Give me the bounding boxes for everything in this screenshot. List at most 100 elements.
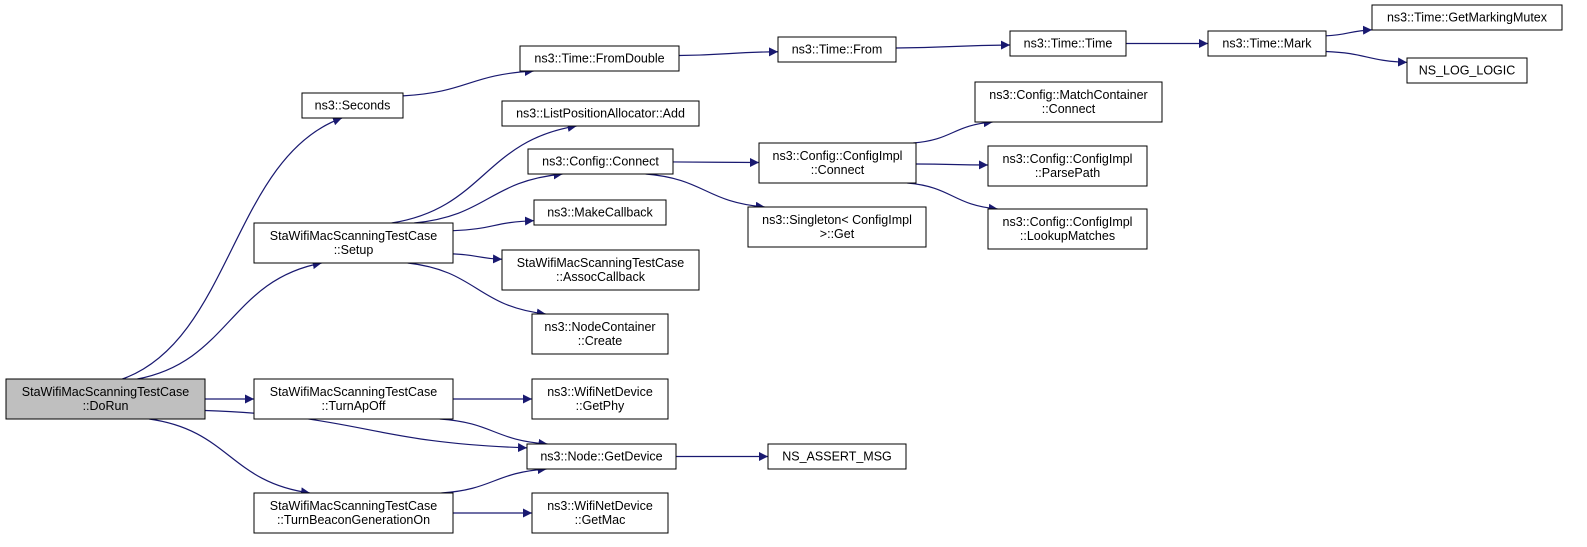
edge-time_from-to-time_time xyxy=(895,40,1011,50)
edge-setup-to-makecallback xyxy=(452,216,535,232)
node-box xyxy=(1207,30,1327,57)
node-box xyxy=(527,148,674,175)
node-label-line: ns3::Config::ConfigImpl xyxy=(773,149,903,163)
node-label-line: ns3::Time::Time xyxy=(1024,37,1113,51)
node-label-line: ::Connect xyxy=(811,163,865,177)
node-box xyxy=(987,145,1148,187)
node-label-line: ns3::Time::FromDouble xyxy=(534,52,664,66)
node-box xyxy=(519,45,680,72)
edge-dorun-to-seconds xyxy=(122,116,343,380)
edge-turnapoff-to-node_getdevice xyxy=(439,418,548,448)
edge-time_mark-to-getmarkingmutex xyxy=(1325,25,1373,37)
node-label-line: ns3::NodeContainer xyxy=(544,320,655,334)
node-box xyxy=(5,378,206,420)
node-box xyxy=(974,81,1163,123)
node-label-line: ::Create xyxy=(578,334,623,348)
edge-setup-to-config_connect xyxy=(414,170,563,224)
node-fromdouble[interactable]: ns3::Time::FromDouble xyxy=(519,45,680,72)
node-label-line: ::Connect xyxy=(1042,102,1096,116)
node-label-line: ns3::WifiNetDevice xyxy=(547,385,653,399)
node-label-line: StaWifiMacScanningTestCase xyxy=(270,385,437,399)
node-label-line: ::TurnApOff xyxy=(322,399,386,413)
node-label-line: ns3::Node::GetDevice xyxy=(540,450,662,464)
edge-impl_connect-to-parsepath xyxy=(915,160,989,170)
node-box xyxy=(533,199,667,226)
node-getphy[interactable]: ns3::WifiNetDevice::GetPhy xyxy=(531,378,669,420)
node-assert_msg[interactable]: NS_ASSERT_MSG xyxy=(767,443,907,470)
node-node_getdevice[interactable]: ns3::Node::GetDevice xyxy=(526,443,677,470)
node-getmarkingmutex[interactable]: ns3::Time::GetMarkingMutex xyxy=(1371,4,1563,31)
edge-turnbeacon-to-node_getdevice xyxy=(441,465,547,494)
node-label-line: ns3::ListPositionAllocator::Add xyxy=(516,107,685,121)
node-box xyxy=(1009,30,1127,57)
node-label-line: ::DoRun xyxy=(83,399,129,413)
node-turnapoff[interactable]: StaWifiMacScanningTestCase::TurnApOff xyxy=(253,378,454,420)
node-label-line: ::Setup xyxy=(334,243,374,257)
nodes-layer: StaWifiMacScanningTestCase::DoRun ns3::Se… xyxy=(5,4,1563,534)
edge-time_mark-to-ns_log_logic xyxy=(1325,50,1408,67)
node-time_time[interactable]: ns3::Time::Time xyxy=(1009,30,1127,57)
node-label-line: ns3::Seconds xyxy=(315,99,391,113)
node-mc_connect[interactable]: ns3::Config::MatchContainer::Connect xyxy=(974,81,1163,123)
node-lpa_add[interactable]: ns3::ListPositionAllocator::Add xyxy=(501,100,700,127)
node-seconds[interactable]: ns3::Seconds xyxy=(301,92,404,119)
node-ns_log_logic[interactable]: NS_LOG_LOGIC xyxy=(1406,57,1528,84)
node-label-line: ns3::Config::Connect xyxy=(542,155,659,169)
edge-fromdouble-to-time_from xyxy=(678,47,779,57)
edge-impl_connect-to-mc_connect xyxy=(913,118,993,144)
node-label-line: StaWifiMacScanningTestCase xyxy=(270,229,437,243)
node-label-line: ::AssocCallback xyxy=(556,270,646,284)
node-lookupmatches[interactable]: ns3::Config::ConfigImpl::LookupMatches xyxy=(987,208,1148,250)
node-box xyxy=(531,313,669,355)
node-label-line: ns3::WifiNetDevice xyxy=(547,499,653,513)
edge-dorun-to-turnbeacon xyxy=(148,418,311,497)
node-label-line: ns3::MakeCallback xyxy=(547,206,653,220)
node-label-line: ::GetMac xyxy=(575,513,626,527)
node-makecallback[interactable]: ns3::MakeCallback xyxy=(533,199,667,226)
node-label-line: NS_ASSERT_MSG xyxy=(782,450,892,464)
node-box xyxy=(777,36,897,63)
edge-setup-to-assoccb xyxy=(452,253,503,264)
edges-layer xyxy=(122,25,1408,518)
node-box xyxy=(758,142,917,184)
node-box xyxy=(253,378,454,420)
edge-seconds-to-fromdouble xyxy=(402,67,534,97)
node-label-line: NS_LOG_LOGIC xyxy=(1419,64,1516,78)
node-label-line: ns3::Time::Mark xyxy=(1222,37,1312,51)
edge-config_connect-to-singleton_get xyxy=(645,173,765,211)
node-label-line: ns3::Config::ConfigImpl xyxy=(1003,215,1133,229)
node-label-line: StaWifiMacScanningTestCase xyxy=(22,385,189,399)
node-label-line: ns3::Time::GetMarkingMutex xyxy=(1387,11,1548,25)
node-time_mark[interactable]: ns3::Time::Mark xyxy=(1207,30,1327,57)
node-time_from[interactable]: ns3::Time::From xyxy=(777,36,897,63)
node-box xyxy=(301,92,404,119)
edge-setup-to-nc_create xyxy=(407,262,546,318)
node-setup[interactable]: StaWifiMacScanningTestCase::Setup xyxy=(253,222,454,264)
node-turnbeacon[interactable]: StaWifiMacScanningTestCase::TurnBeaconGe… xyxy=(253,492,454,534)
node-label-line: ::ParsePath xyxy=(1035,166,1100,180)
node-getmac[interactable]: ns3::WifiNetDevice::GetMac xyxy=(531,492,669,534)
node-singleton_get[interactable]: ns3::Singleton< ConfigImpl>::Get xyxy=(747,206,927,248)
node-label-line: ns3::Config::MatchContainer xyxy=(989,88,1147,102)
node-label-line: >::Get xyxy=(820,227,855,241)
edge-config_connect-to-impl_connect xyxy=(672,157,760,167)
node-impl_connect[interactable]: ns3::Config::ConfigImpl::Connect xyxy=(758,142,917,184)
node-assoccb[interactable]: StaWifiMacScanningTestCase::AssocCallbac… xyxy=(501,249,700,291)
node-label-line: ns3::Singleton< ConfigImpl xyxy=(762,213,912,227)
node-box xyxy=(526,443,677,470)
node-config_connect[interactable]: ns3::Config::Connect xyxy=(527,148,674,175)
edge-impl_connect-to-lookupmatches xyxy=(907,182,998,213)
node-label-line: StaWifiMacScanningTestCase xyxy=(517,256,684,270)
node-box xyxy=(253,222,454,264)
node-nc_create[interactable]: ns3::NodeContainer::Create xyxy=(531,313,669,355)
node-box xyxy=(747,206,927,248)
node-box xyxy=(531,378,669,420)
node-label-line: ::GetPhy xyxy=(576,399,625,413)
node-box xyxy=(253,492,454,534)
node-parsepath[interactable]: ns3::Config::ConfigImpl::ParsePath xyxy=(987,145,1148,187)
node-box xyxy=(987,208,1148,250)
node-label-line: ns3::Time::From xyxy=(792,43,883,57)
node-box xyxy=(501,249,700,291)
node-box xyxy=(501,100,700,127)
